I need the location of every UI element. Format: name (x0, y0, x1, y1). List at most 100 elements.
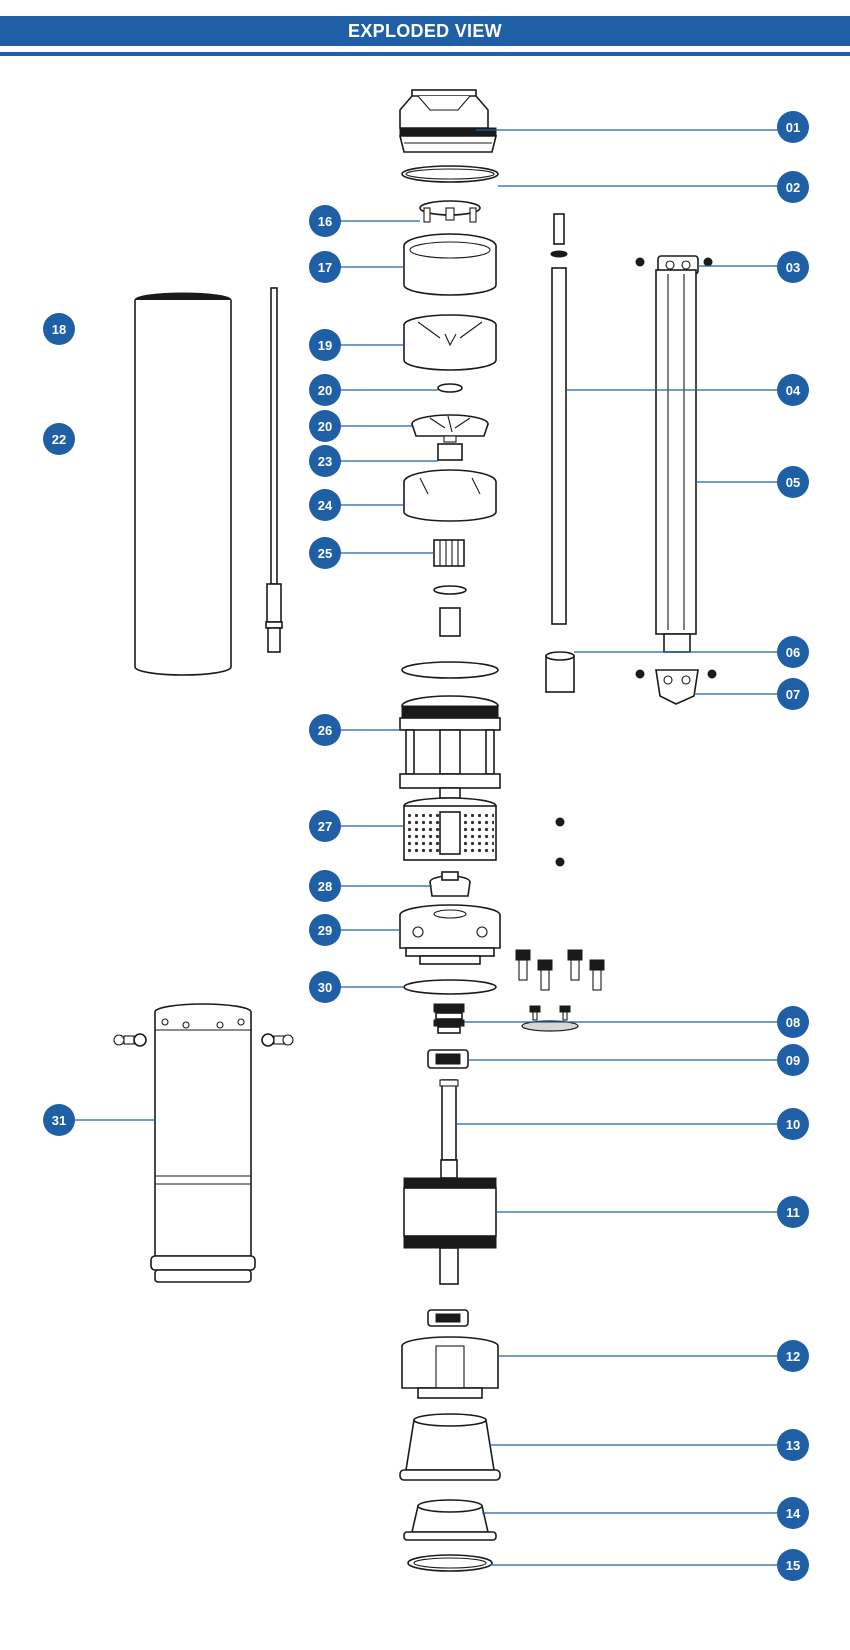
shell-screw-right (261, 1033, 294, 1047)
seal-plate-screws (521, 1005, 579, 1032)
shaft-sleeve (439, 607, 461, 637)
suction-interconnector (399, 695, 501, 799)
svg-text:30: 30 (318, 980, 332, 995)
svg-text:17: 17 (318, 260, 332, 275)
part-badge-23: 23 (309, 445, 341, 477)
part-badge-09: 09 (777, 1044, 809, 1076)
svg-text:24: 24 (318, 498, 333, 513)
flange-bolts (515, 949, 605, 991)
svg-text:06: 06 (786, 645, 800, 660)
svg-text:08: 08 (786, 1015, 800, 1030)
o-ring-30 (403, 979, 497, 995)
discharge-head (398, 89, 498, 153)
small-screw-2 (555, 857, 565, 867)
seal-cap (429, 871, 471, 897)
impeller (411, 414, 489, 443)
tie-bolt (550, 213, 568, 258)
part-badge-15: 15 (777, 1549, 809, 1581)
suction-strainer (403, 797, 497, 861)
o-ring-upper (401, 661, 499, 679)
svg-text:04: 04 (786, 383, 801, 398)
part-badge-17: 17 (309, 251, 341, 283)
svg-text:16: 16 (318, 214, 332, 229)
svg-text:27: 27 (318, 819, 332, 834)
svg-text:31: 31 (52, 1113, 66, 1128)
svg-text:03: 03 (786, 260, 800, 275)
rotor (403, 1159, 497, 1285)
svg-text:22: 22 (52, 432, 66, 447)
part-badge-02: 02 (777, 171, 809, 203)
svg-text:15: 15 (786, 1558, 800, 1573)
motor-end-housing (401, 1336, 499, 1399)
part-badge-11: 11 (777, 1196, 809, 1228)
part-badge-22: 22 (43, 423, 75, 455)
svg-text:28: 28 (318, 879, 332, 894)
tie-rod (551, 267, 567, 625)
part-badge-28: 28 (309, 870, 341, 902)
cable-guard-rod (265, 287, 283, 653)
part-badge-13: 13 (777, 1429, 809, 1461)
part-badge-19: 19 (309, 329, 341, 361)
svg-text:20: 20 (318, 419, 332, 434)
diaphragm (403, 1499, 497, 1541)
part-badge-30: 30 (309, 971, 341, 1003)
part-badge-07: 07 (777, 678, 809, 710)
cable-guard-channel (635, 255, 713, 653)
svg-text:23: 23 (318, 454, 332, 469)
header-divider (0, 52, 850, 56)
part-badge-20-washer: 20 (309, 374, 341, 406)
svg-text:29: 29 (318, 923, 332, 938)
part-badge-05: 05 (777, 466, 809, 498)
part-badge-06: 06 (777, 636, 809, 668)
part-badge-03: 03 (777, 251, 809, 283)
stage-bowl (403, 469, 497, 522)
bushing-23 (437, 443, 463, 461)
svg-text:13: 13 (786, 1438, 800, 1453)
part-badge-01: 01 (777, 111, 809, 143)
part-badge-20-impeller: 20 (309, 410, 341, 442)
part-badge-12: 12 (777, 1340, 809, 1372)
svg-text:12: 12 (786, 1349, 800, 1364)
part-badge-29: 29 (309, 914, 341, 946)
small-screw-1 (555, 817, 565, 827)
leader-lines (75, 129, 778, 1566)
mechanical-seal-spring (433, 1003, 465, 1034)
svg-text:01: 01 (786, 120, 800, 135)
washer-20 (437, 383, 463, 393)
svg-text:07: 07 (786, 687, 800, 702)
nut-sleeve (545, 651, 575, 693)
page-title-bar: EXPLODED VIEW (0, 16, 850, 46)
svg-text:19: 19 (318, 338, 332, 353)
part-badge-04: 04 (777, 374, 809, 406)
page-title: EXPLODED VIEW (348, 21, 502, 41)
part-badge-26: 26 (309, 714, 341, 746)
svg-text:25: 25 (318, 546, 332, 561)
part-badge-14: 14 (777, 1497, 809, 1529)
part-badge-27: 27 (309, 810, 341, 842)
part-badge-25: 25 (309, 537, 341, 569)
thrust-washer (433, 585, 467, 595)
part-badge-18: 18 (43, 313, 75, 345)
svg-text:02: 02 (786, 180, 800, 195)
svg-text:18: 18 (52, 322, 66, 337)
base-cap (399, 1413, 501, 1481)
diffuser-cup (403, 233, 497, 296)
part-badge-10: 10 (777, 1108, 809, 1140)
svg-text:10: 10 (786, 1117, 800, 1132)
part-badge-24: 24 (309, 489, 341, 521)
circlip (407, 1554, 493, 1572)
part-badge-31: 31 (43, 1104, 75, 1136)
svg-text:09: 09 (786, 1053, 800, 1068)
part-badge-16: 16 (309, 205, 341, 237)
svg-text:11: 11 (786, 1205, 800, 1220)
retainer-ring (419, 200, 481, 223)
motor-shell (150, 1003, 256, 1283)
impeller-housing (403, 314, 497, 371)
coupling (433, 539, 465, 567)
svg-text:20: 20 (318, 383, 332, 398)
outer-casing-pipe (134, 292, 232, 676)
part-badge-08: 08 (777, 1006, 809, 1038)
svg-text:14: 14 (786, 1506, 801, 1521)
shell-screw-left (113, 1033, 147, 1047)
